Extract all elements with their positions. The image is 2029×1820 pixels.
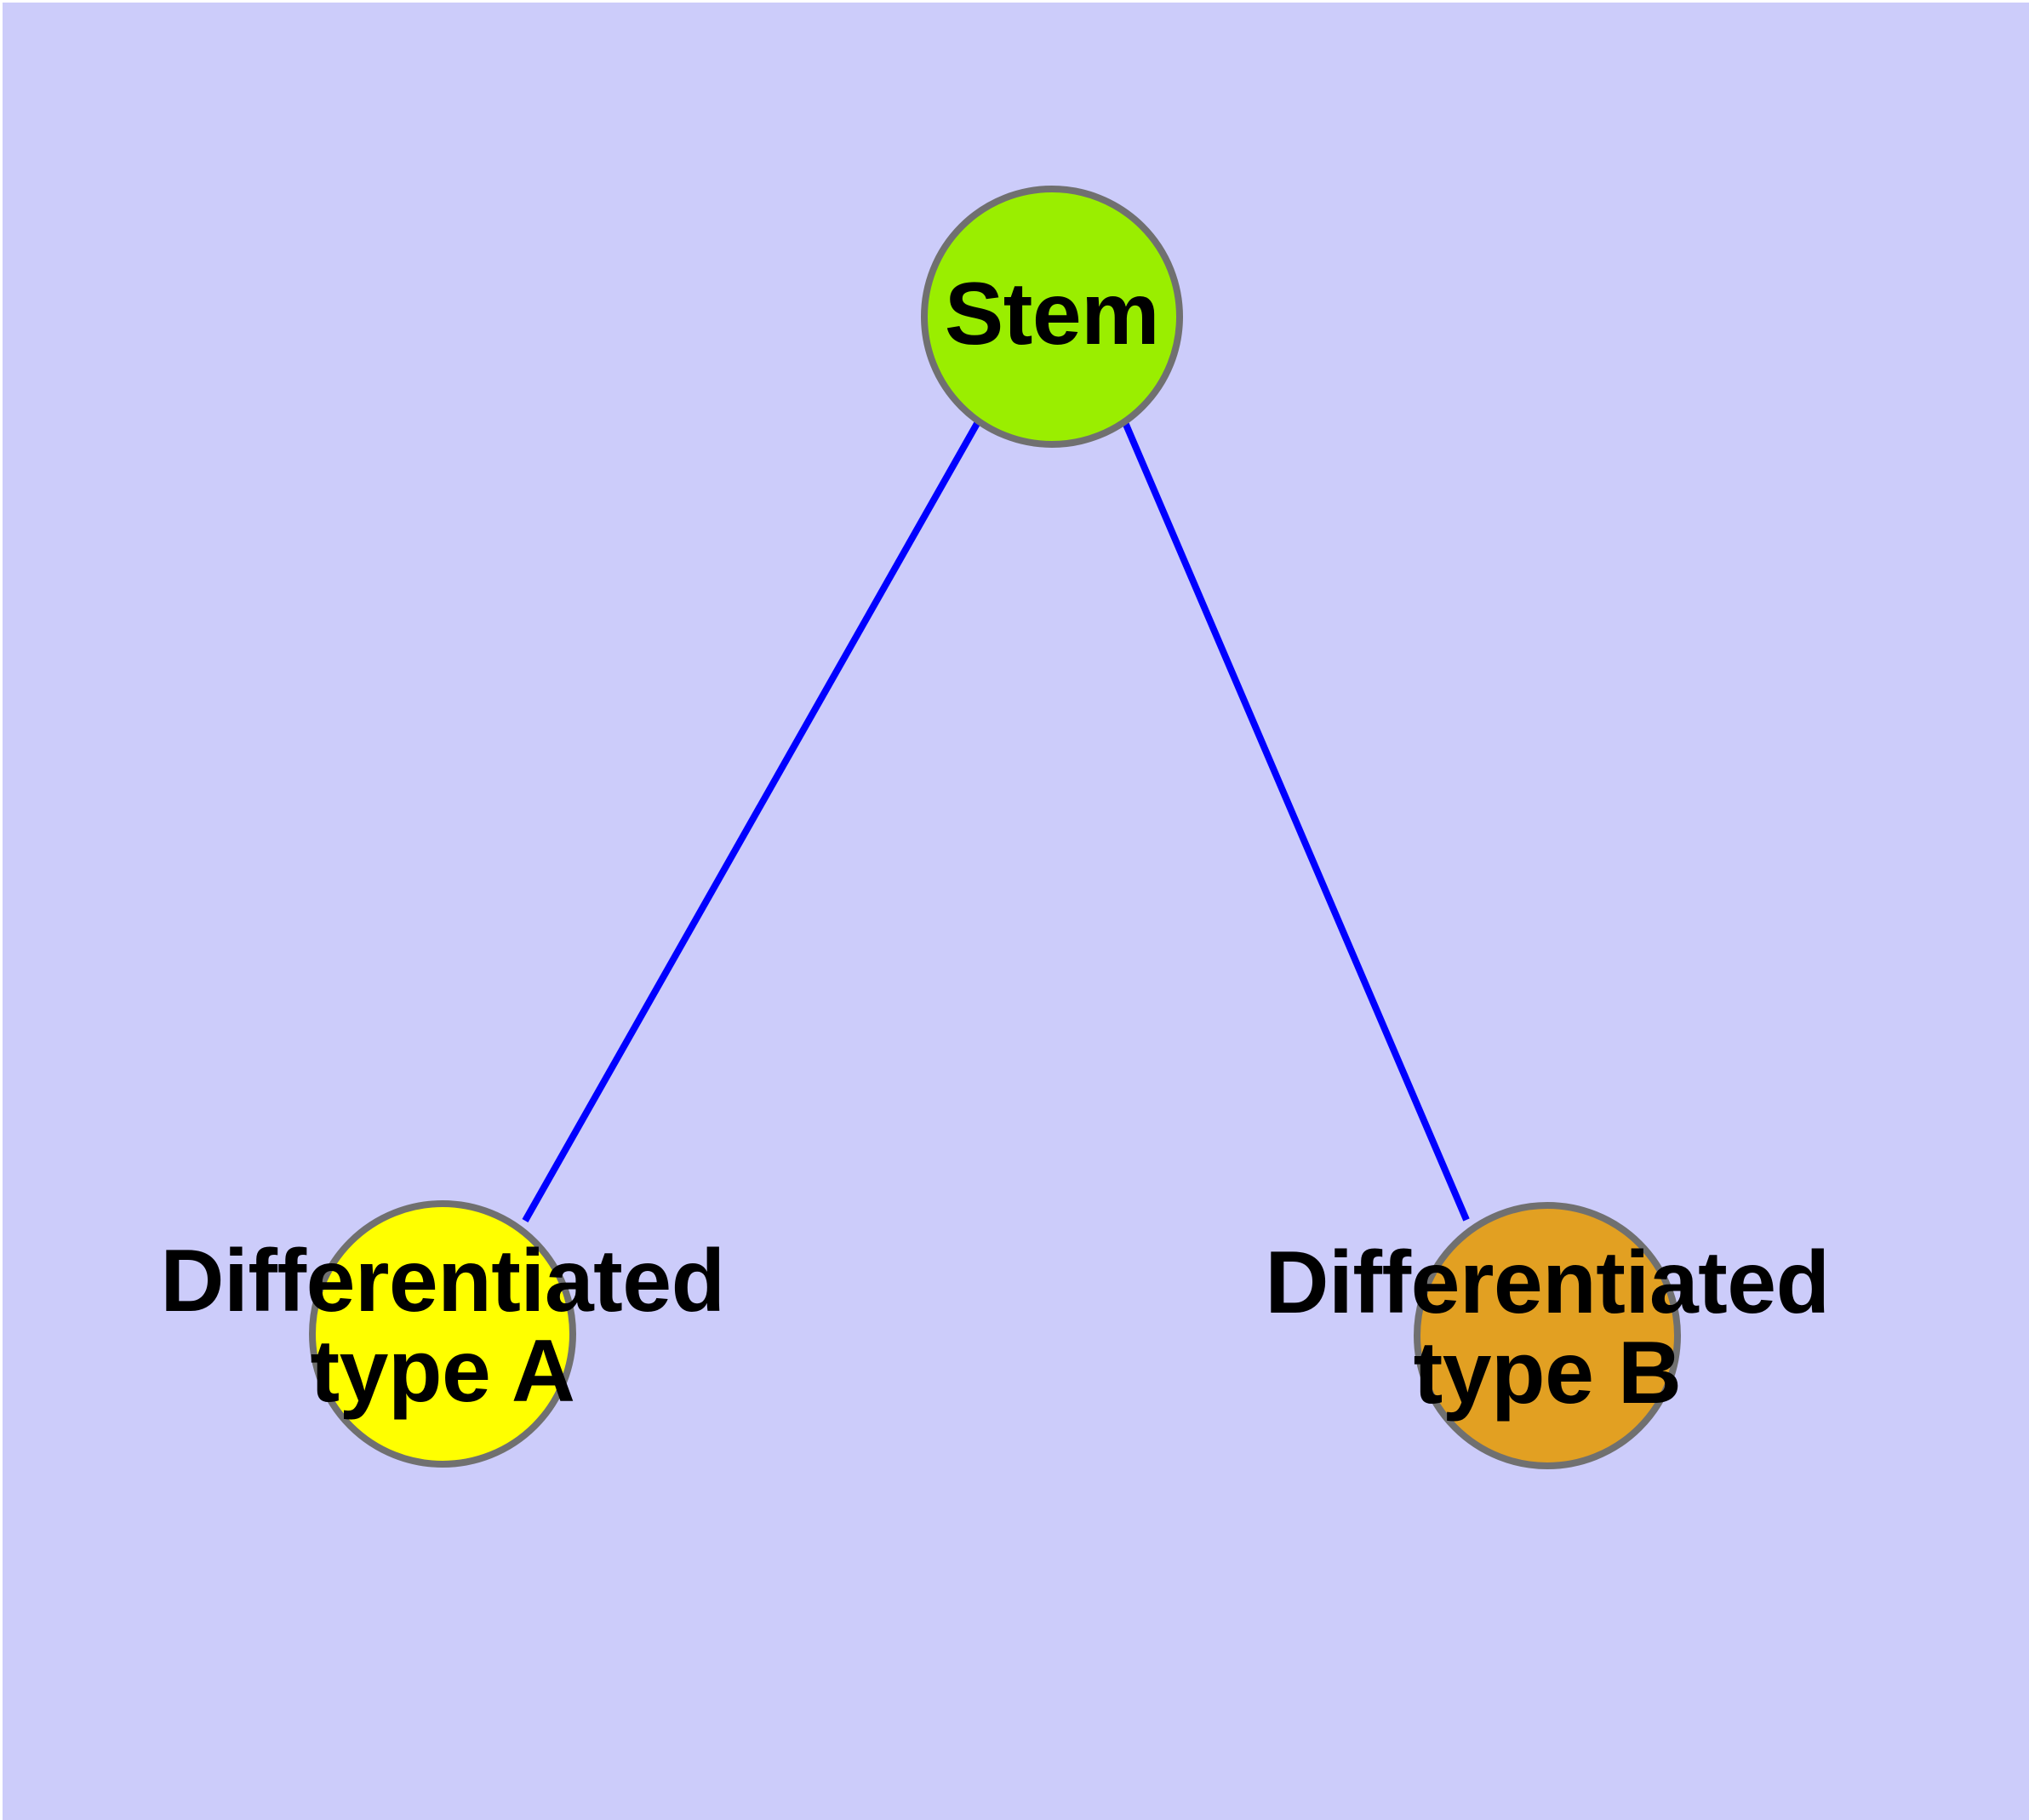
node-circle-differentiated-type-a[interactable]	[309, 1200, 576, 1468]
edge-stem-to-differentiated-type-a	[522, 419, 982, 1222]
edge-layer	[522, 419, 1470, 1222]
node-layer	[309, 186, 1681, 1469]
node-circle-differentiated-type-b[interactable]	[1414, 1202, 1681, 1469]
edge-stem-to-differentiated-type-b	[1121, 419, 1470, 1222]
node-circle-stem[interactable]	[921, 186, 1183, 448]
